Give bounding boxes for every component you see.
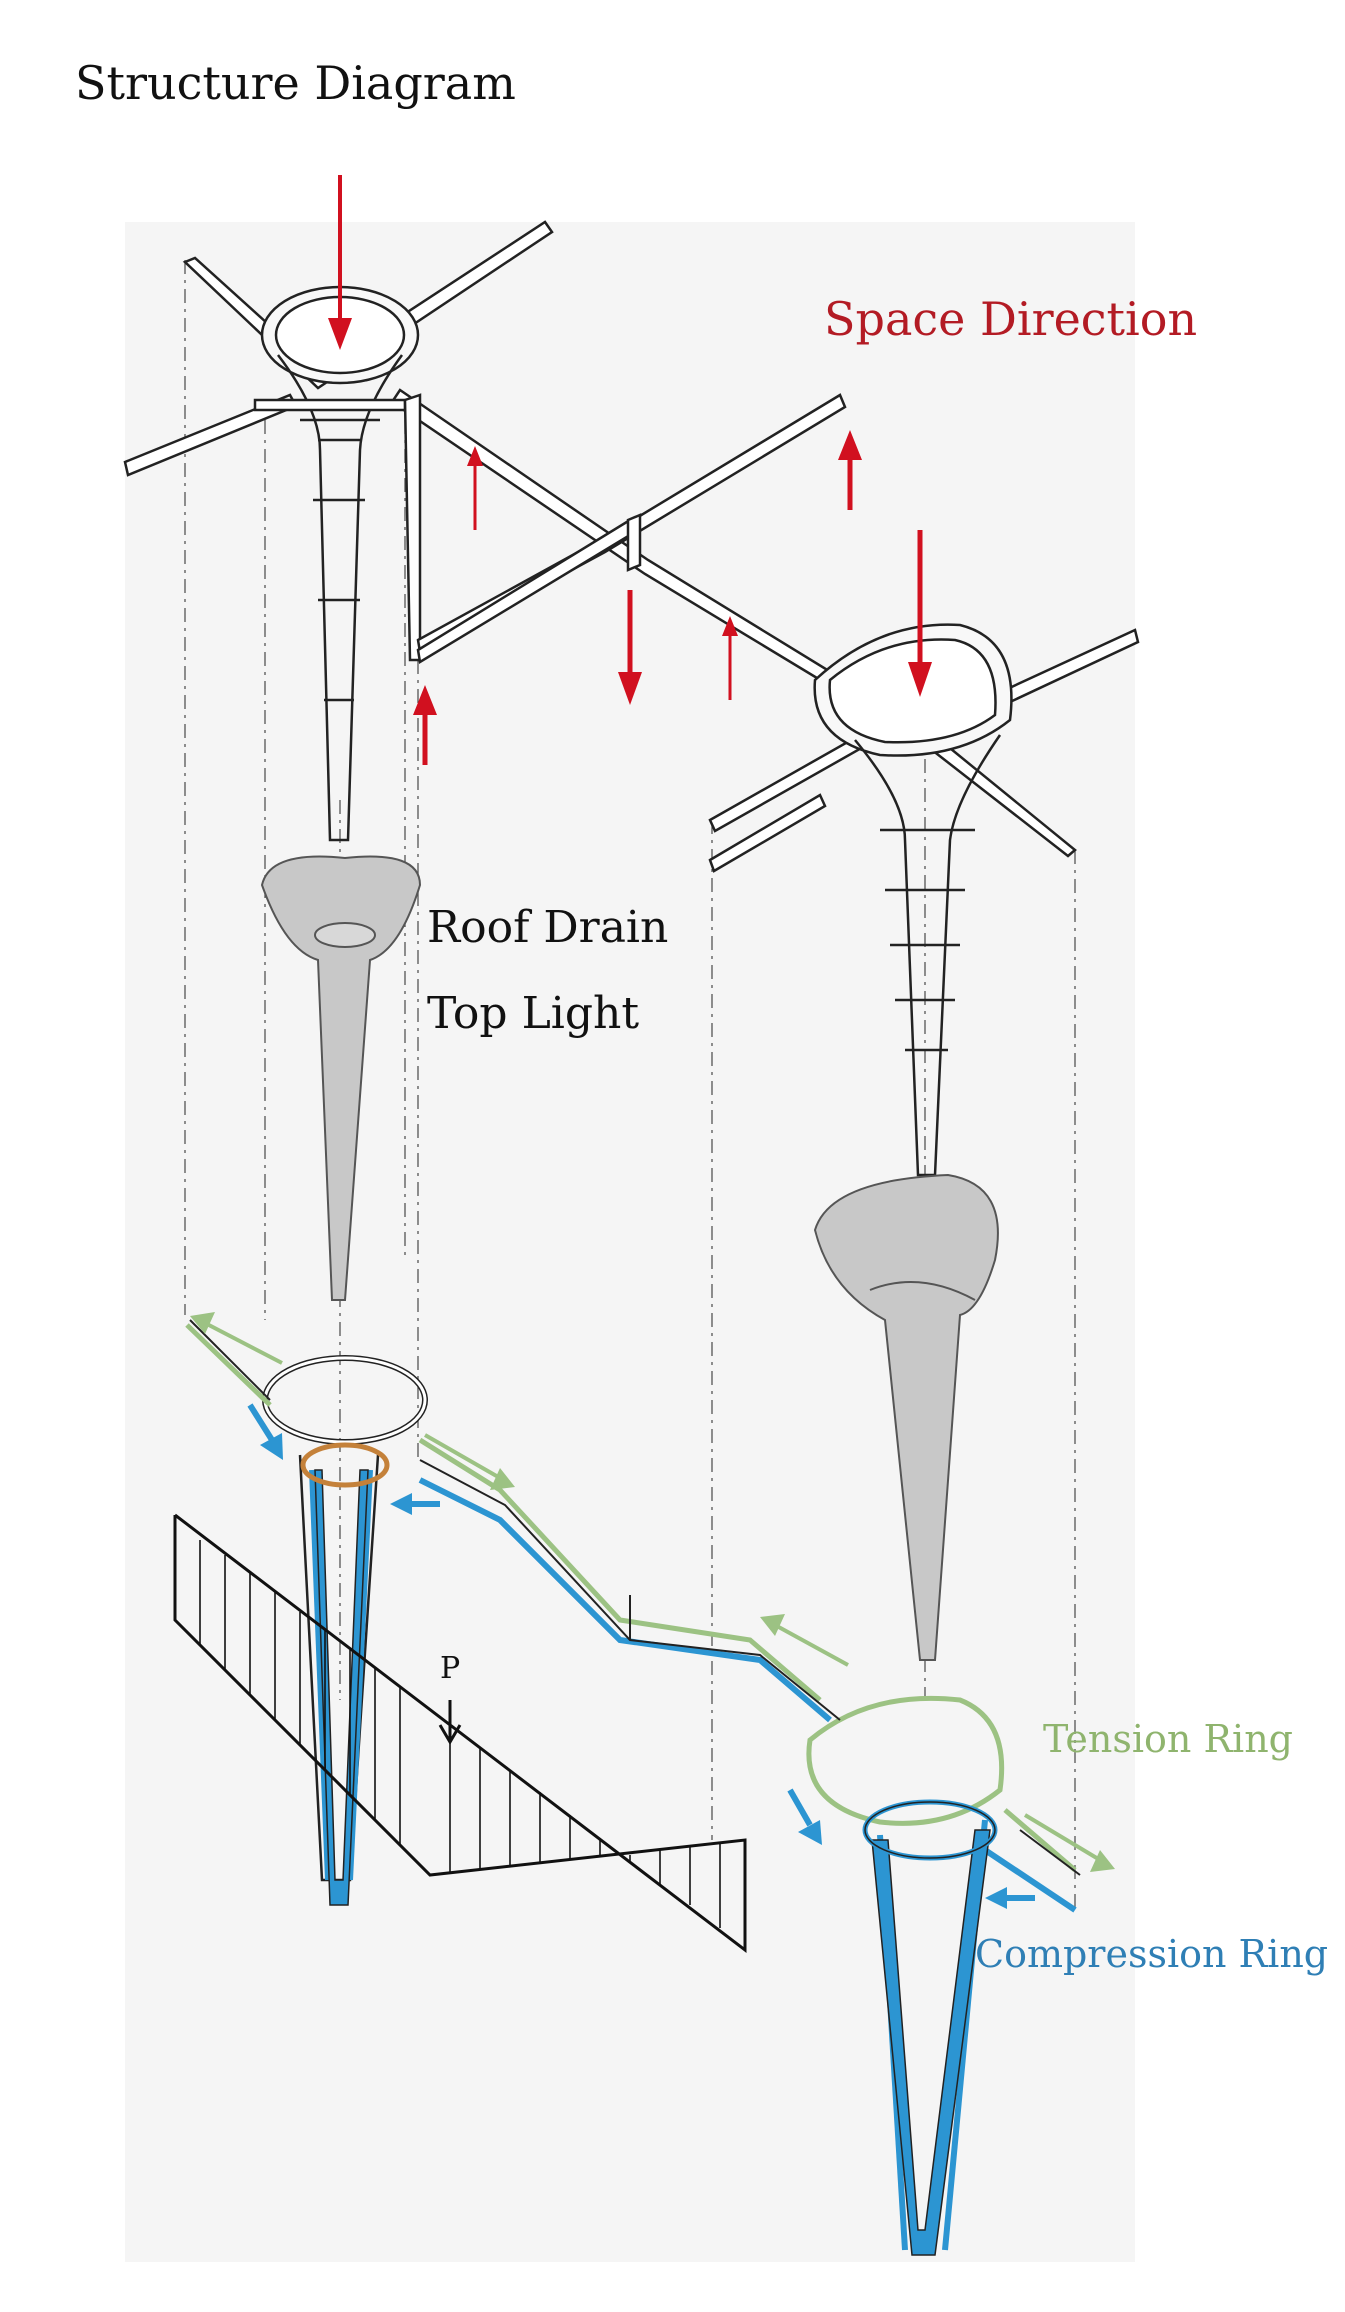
lower-rings [300,1442,998,1861]
tension-arrow-3 [760,1614,849,1667]
tension-arrows [190,1312,1115,1872]
tension-arrow-2 [424,1433,515,1490]
down-arrow-left-top [328,175,352,350]
tension-members [185,1323,1077,1872]
tension-arrow-4 [1023,1813,1115,1872]
moment-diagram [173,1513,747,1954]
load-p-arrow [438,1700,462,1745]
left-funnel-solid [260,855,422,1301]
roof-drain-label: Roof Drain [427,902,669,953]
compression-fill-left [314,1469,369,1906]
compression-arrow-3 [787,1788,822,1845]
compression-arrow-4 [985,1887,1035,1909]
compression-arrow-2 [390,1493,440,1515]
top-light-label: Top Light [427,988,640,1039]
page-title: Structure Diagram [75,56,516,110]
up-arrow-left-2 [413,685,437,765]
compression-fill-right [871,1829,991,2256]
tension-ring-label: Tension Ring [1043,1717,1294,1761]
load-p-label: P [440,1651,461,1686]
right-funnel-solid [813,1173,999,1661]
up-arrow-small-2 [722,616,738,700]
compression-arrow-1 [247,1403,283,1460]
center-span-brace [626,513,642,572]
compression-arrows [247,1403,1035,1909]
up-arrow-right-1 [838,430,862,510]
compression-ring-label: Compression Ring [975,1932,1329,1976]
upper-right-frame [708,623,1140,1177]
space-direction-label: Space Direction [824,292,1198,346]
tension-arrow-1 [190,1312,283,1365]
down-arrow-right-top [908,530,932,697]
down-arrow-center [618,590,642,705]
up-arrow-small-1 [467,446,483,530]
lower-beams [189,1319,1081,1876]
space-direction-arrows [328,175,932,765]
moment-hatching [199,1540,721,1928]
